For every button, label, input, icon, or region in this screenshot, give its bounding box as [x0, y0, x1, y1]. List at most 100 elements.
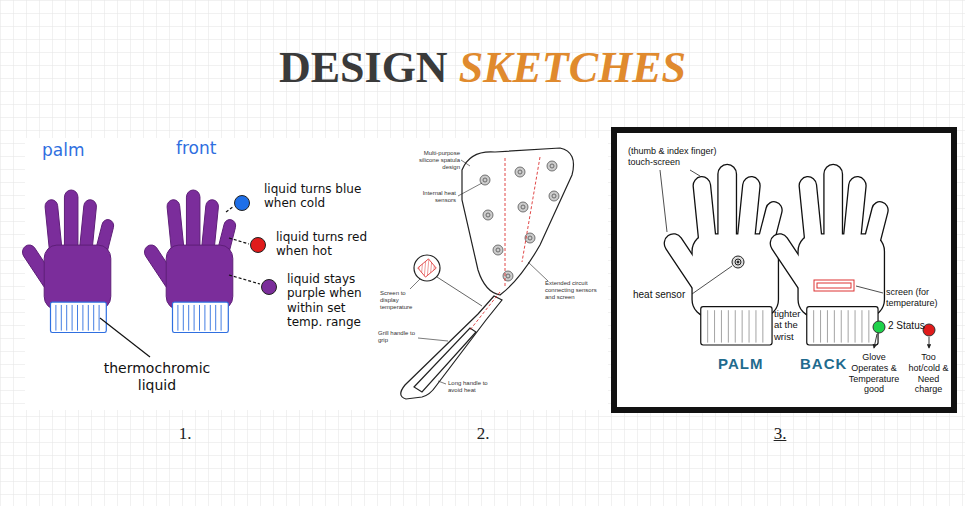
circuit-line	[470, 292, 500, 330]
cuff-rib	[735, 310, 736, 342]
callout-text: 2 Status	[888, 320, 926, 332]
cuff-rib	[188, 305, 189, 331]
sensor-dot	[518, 202, 528, 212]
view-label: front	[176, 138, 246, 158]
note-text: Internal heat sensors	[412, 190, 456, 204]
glove-palm	[44, 245, 111, 310]
sensor-dot	[486, 213, 490, 217]
sensor-dot	[552, 194, 556, 198]
glove-palm	[799, 235, 884, 317]
dashed-leader	[229, 238, 249, 244]
leader-line	[660, 170, 667, 232]
cuff-rib	[707, 310, 708, 342]
title-accent: SKETCHES	[459, 43, 686, 92]
slide-title: DESIGN SKETCHES	[0, 44, 965, 92]
note-text: Grill handle to grip	[378, 330, 418, 344]
note-text: Extended circuit connecting sensors and …	[545, 280, 599, 302]
circuit-line	[505, 158, 506, 287]
cuff-rib	[813, 310, 814, 342]
leader-line	[410, 160, 548, 384]
legend-swatch	[261, 279, 277, 295]
cuff-rib	[714, 310, 715, 342]
sensor-dot	[496, 248, 500, 252]
view-label: PALM	[718, 355, 770, 373]
cuff-rib	[820, 310, 821, 342]
sensor-dot	[503, 271, 513, 281]
cuff-rib	[55, 305, 56, 331]
cuff-rib	[77, 305, 78, 331]
glove-screen	[814, 280, 854, 291]
cuff-rib	[204, 305, 205, 331]
screen-magnifier	[414, 255, 440, 281]
figure-number: 3.	[767, 424, 793, 444]
cuff-rib	[88, 305, 89, 331]
status-arrow	[929, 337, 930, 348]
cuff-rib	[66, 305, 67, 331]
sensor-dot	[528, 236, 532, 240]
cuff-rib	[762, 310, 763, 342]
screen-magnifier	[414, 255, 482, 306]
cuff-rib	[82, 305, 83, 331]
cuff-rib	[72, 305, 73, 331]
leader-line	[418, 338, 448, 341]
sensor-dot	[518, 170, 522, 174]
cuff-rib	[861, 310, 862, 342]
glove-palm	[166, 245, 233, 310]
legend-text: liquid turns blue when cold	[264, 182, 372, 211]
cuff-rib	[183, 305, 184, 331]
sensor-dot	[493, 245, 503, 255]
status-light	[923, 324, 935, 336]
legend-text: liquid stays purple when within set temp…	[287, 272, 379, 330]
glove-screen	[814, 280, 854, 291]
callout-text: tighter at the wrist	[774, 308, 807, 342]
sensor-dot	[506, 274, 510, 278]
sketch-frame: (thumb & index finger) touch-screenheat …	[611, 127, 957, 413]
glove-palm	[693, 235, 778, 317]
legend-swatch	[250, 237, 266, 253]
glove-cuff	[51, 302, 107, 332]
cuff-rib	[755, 310, 756, 342]
note-text: Multi-purpose silicone spatula design	[418, 150, 460, 172]
spatula-drawing	[401, 148, 574, 399]
leader-line	[461, 160, 470, 166]
heat-sensor	[735, 259, 741, 265]
cuff-rib	[721, 310, 722, 342]
cuff-rib	[215, 305, 216, 331]
view-label: BACK	[800, 355, 846, 373]
heat-sensor	[732, 256, 744, 268]
leader-line	[100, 318, 150, 357]
heat-sensor	[732, 256, 744, 268]
sensor-dot	[483, 178, 487, 182]
sketch-panel	[372, 138, 608, 410]
cuff-rib	[841, 310, 842, 342]
figure-number: 1.	[172, 424, 198, 444]
dashed-leader	[226, 206, 234, 212]
glove-palm	[799, 235, 884, 317]
note-text: Screen to display temperature	[380, 290, 422, 312]
leader-line	[438, 381, 446, 384]
glove-drawing	[768, 165, 890, 345]
cuff-rib	[99, 305, 100, 331]
cuff-rib	[199, 305, 200, 331]
note-text: Long handle to avoid heat	[448, 380, 498, 394]
part-label: thermochromic liquid	[98, 360, 216, 394]
cuff-rib	[93, 305, 94, 331]
sensor-dot	[521, 205, 525, 209]
cuff-rib	[749, 310, 750, 342]
cuff-rib	[827, 310, 828, 342]
screen-magnifier	[418, 259, 436, 277]
sensor-dot	[515, 167, 525, 177]
leader-line	[856, 286, 883, 293]
dashed-leader	[229, 275, 260, 284]
leader-line	[692, 266, 732, 294]
cuff-rib	[742, 310, 743, 342]
circuit-line	[522, 157, 540, 262]
glove-details	[100, 170, 935, 357]
legend-swatch	[234, 195, 250, 211]
cuff-rib	[868, 310, 869, 342]
cuff-rib	[855, 310, 856, 342]
cuff-rib	[61, 305, 62, 331]
leader-line	[660, 170, 883, 294]
